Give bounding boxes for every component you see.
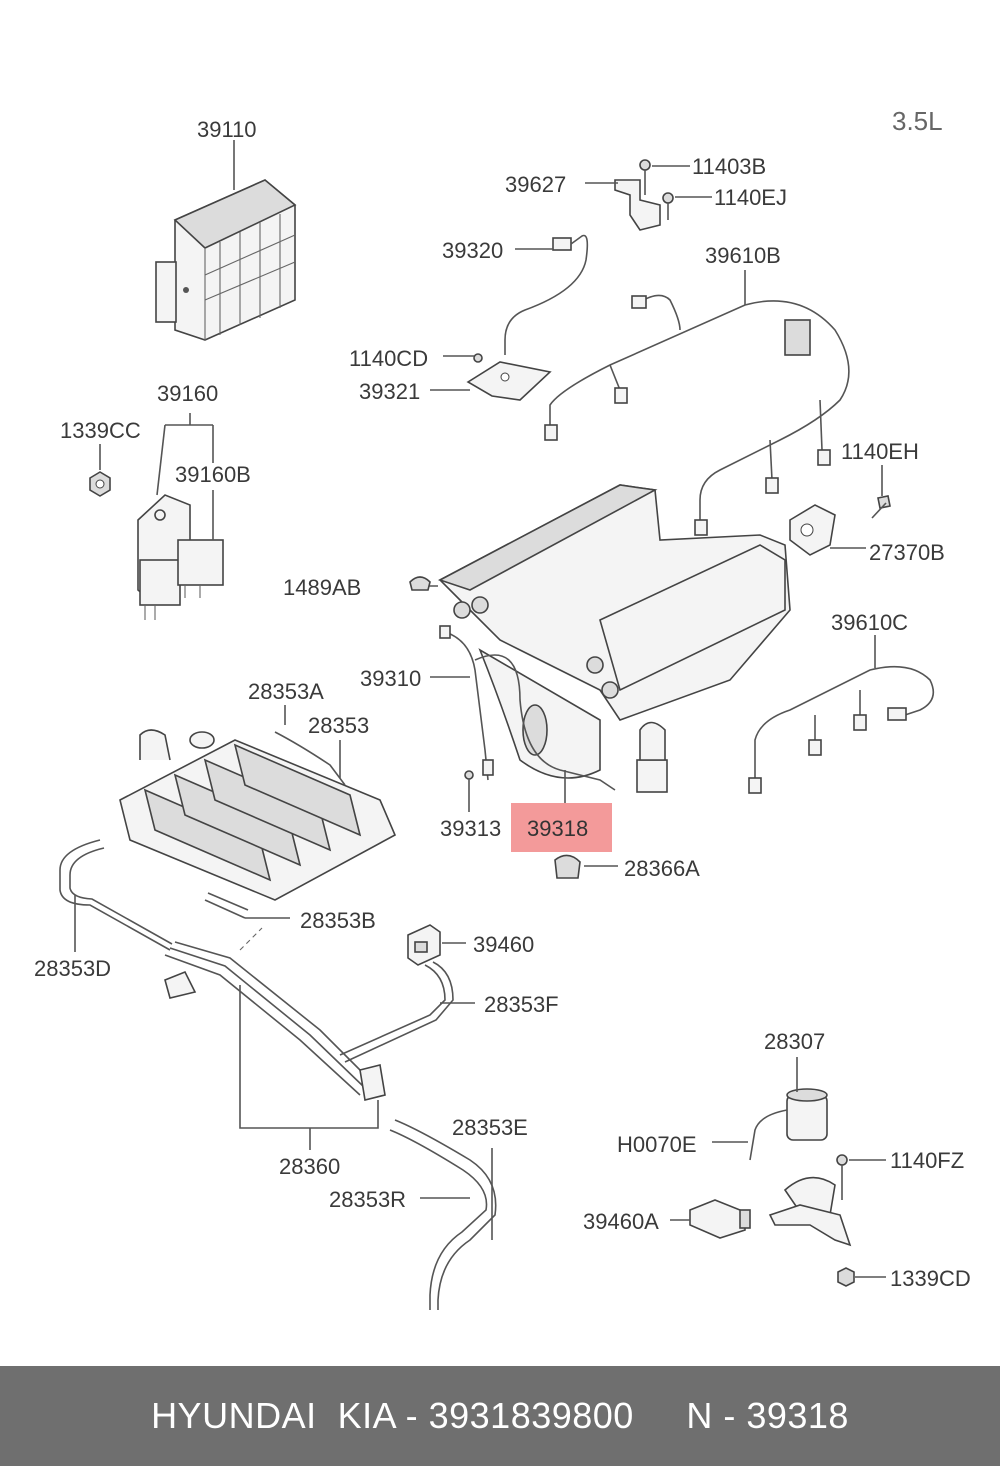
label-28353r: 28353R (329, 1187, 406, 1212)
label-1140eh: 1140EH (841, 439, 919, 464)
bolt-1140eh (871, 495, 891, 519)
bracket-39321 (466, 353, 552, 401)
hose-28353e (389, 1119, 497, 1310)
intake-manifold (119, 729, 397, 901)
sensor-39320 (504, 234, 589, 355)
label-28360: 28360 (279, 1154, 340, 1179)
label-39110: 39110 (197, 117, 257, 142)
oil-filter (636, 721, 668, 793)
label-28353e: 28353E (452, 1115, 528, 1140)
harness-39610b (544, 294, 850, 536)
label-39160b: 39160B (175, 462, 251, 487)
label-1339cc: 1339CC (60, 418, 141, 443)
nut-1339cd (837, 1267, 855, 1287)
parts-diagram: 3.5L 39110 39160 1339CC 39160B 11403B 39… (34, 106, 971, 1310)
hose-28353d (59, 839, 173, 951)
footer-bar: HYUNDAI KIA - 3931839800 N - 39318 (0, 1366, 1000, 1466)
canister-28307 (749, 1088, 828, 1161)
relay-assembly (137, 494, 224, 620)
grommet-28366a (554, 854, 581, 879)
bracket-1140fz (768, 1154, 852, 1247)
highlight-box (511, 803, 612, 852)
label-28353f: 28353F (484, 992, 559, 1017)
valve-39460a (689, 1199, 751, 1239)
clip-1489ab (409, 576, 431, 591)
label-28353: 28353 (308, 713, 369, 738)
label-28366a: 28366A (624, 856, 700, 881)
label-39313: 39313 (440, 816, 501, 841)
label-39318: 39318 (527, 816, 588, 841)
label-1339cd: 1339CD (890, 1266, 971, 1291)
harness-39610c (748, 665, 935, 794)
label-39310: 39310 (360, 666, 421, 691)
label-28353b: 28353B (300, 908, 376, 933)
label-28307: 28307 (764, 1029, 825, 1054)
valve-39460 (407, 924, 441, 966)
label-27370b: 27370B (869, 540, 945, 565)
label-39610b: 39610B (705, 243, 781, 268)
harness-39310 (439, 625, 616, 791)
label-28353d: 28353D (34, 956, 111, 981)
label-39460a: 39460A (583, 1209, 659, 1234)
label-39160: 39160 (157, 381, 218, 406)
engine-block (437, 484, 791, 793)
label-1140ej: 1140EJ (714, 185, 787, 210)
label-28353a: 28353A (248, 679, 324, 704)
ecu-module (155, 179, 297, 341)
label-39460: 39460 (473, 932, 534, 957)
hose-28353f (339, 961, 454, 1063)
nut-1339cc (89, 471, 111, 497)
label-1140fz: 1140FZ (890, 1148, 964, 1173)
bracket-39627 (614, 159, 674, 231)
pipe-28360 (164, 941, 386, 1101)
label-1140cd: 1140CD (349, 346, 428, 371)
bolt-39313 (464, 770, 474, 812)
label-39610c: 39610C (831, 610, 908, 635)
label-1489ab: 1489AB (283, 575, 361, 600)
label-11403b: 11403B (692, 154, 766, 179)
label-39320: 39320 (442, 238, 503, 263)
sensor-27370b (789, 504, 836, 556)
engine-label: 3.5L (892, 106, 943, 136)
label-39321: 39321 (359, 379, 420, 404)
label-h0070e: H0070E (617, 1132, 697, 1157)
label-39627: 39627 (505, 172, 566, 197)
footer-part-number: HYUNDAI KIA - 3931839800 N - 39318 (151, 1395, 849, 1436)
